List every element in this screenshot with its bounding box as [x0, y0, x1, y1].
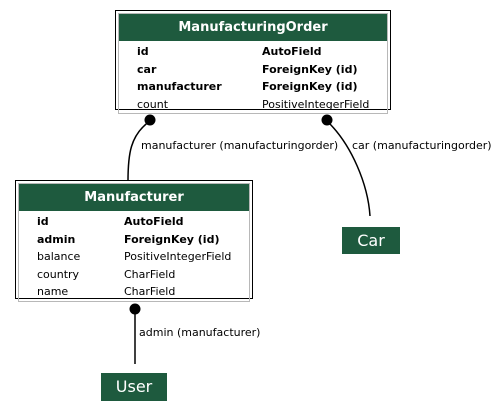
field-type: ForeignKey (id): [262, 62, 358, 76]
field-row-country: country CharField: [19, 266, 249, 284]
edge-dot-manufacturer: [144, 114, 156, 126]
field-name: country: [37, 267, 80, 281]
field-name: car: [137, 62, 157, 76]
edge-manufacturer: [127, 120, 151, 182]
field-row-car: car ForeignKey (id): [119, 61, 387, 79]
field-type: AutoField: [124, 215, 184, 228]
field-type: CharField: [124, 267, 176, 281]
relation-label-admin: admin (manufacturer): [139, 326, 261, 339]
edge-car: [326, 120, 371, 217]
field-type: ForeignKey (id): [262, 80, 358, 93]
field-type: AutoField: [262, 45, 322, 58]
field-list: id AutoField admin ForeignKey (id) balance Po…: [19, 211, 249, 301]
model-user: User: [101, 373, 167, 401]
relation-label-car: car (manufacturingorder): [352, 139, 492, 152]
field-row-id: id AutoField: [119, 43, 387, 61]
field-row-count: count PositiveIntegerField: [119, 96, 387, 114]
field-type: ForeignKey (id): [124, 232, 220, 246]
field-name: id: [37, 215, 49, 228]
field-row-id: id AutoField: [19, 213, 249, 231]
edge-dot-car: [321, 114, 333, 126]
field-name: count: [137, 97, 169, 111]
model-title: Manufacturer: [19, 184, 249, 211]
field-name: name: [37, 285, 69, 298]
field-type: PositiveIntegerField: [124, 250, 232, 263]
field-name: manufacturer: [137, 80, 222, 93]
relation-label-manufacturer: manufacturer (manufacturingorder): [141, 139, 339, 152]
field-type: CharField: [124, 285, 176, 298]
field-row-name: name CharField: [19, 283, 249, 301]
model-car: Car: [342, 227, 400, 254]
edge-dot-admin: [129, 303, 141, 315]
field-name: balance: [37, 250, 81, 263]
model-manufacturer: Manufacturer id AutoField admin ForeignKey …: [15, 180, 253, 302]
field-type: PositiveIntegerField: [262, 97, 370, 111]
field-name: id: [137, 45, 149, 58]
field-name: admin: [37, 232, 76, 246]
field-row-balance: balance PositiveIntegerField: [19, 248, 249, 266]
field-row-admin: admin ForeignKey (id): [19, 231, 249, 249]
field-row-manufacturer: manufacturer ForeignKey (id): [119, 78, 387, 96]
model-title: ManufacturingOrder: [119, 14, 387, 41]
